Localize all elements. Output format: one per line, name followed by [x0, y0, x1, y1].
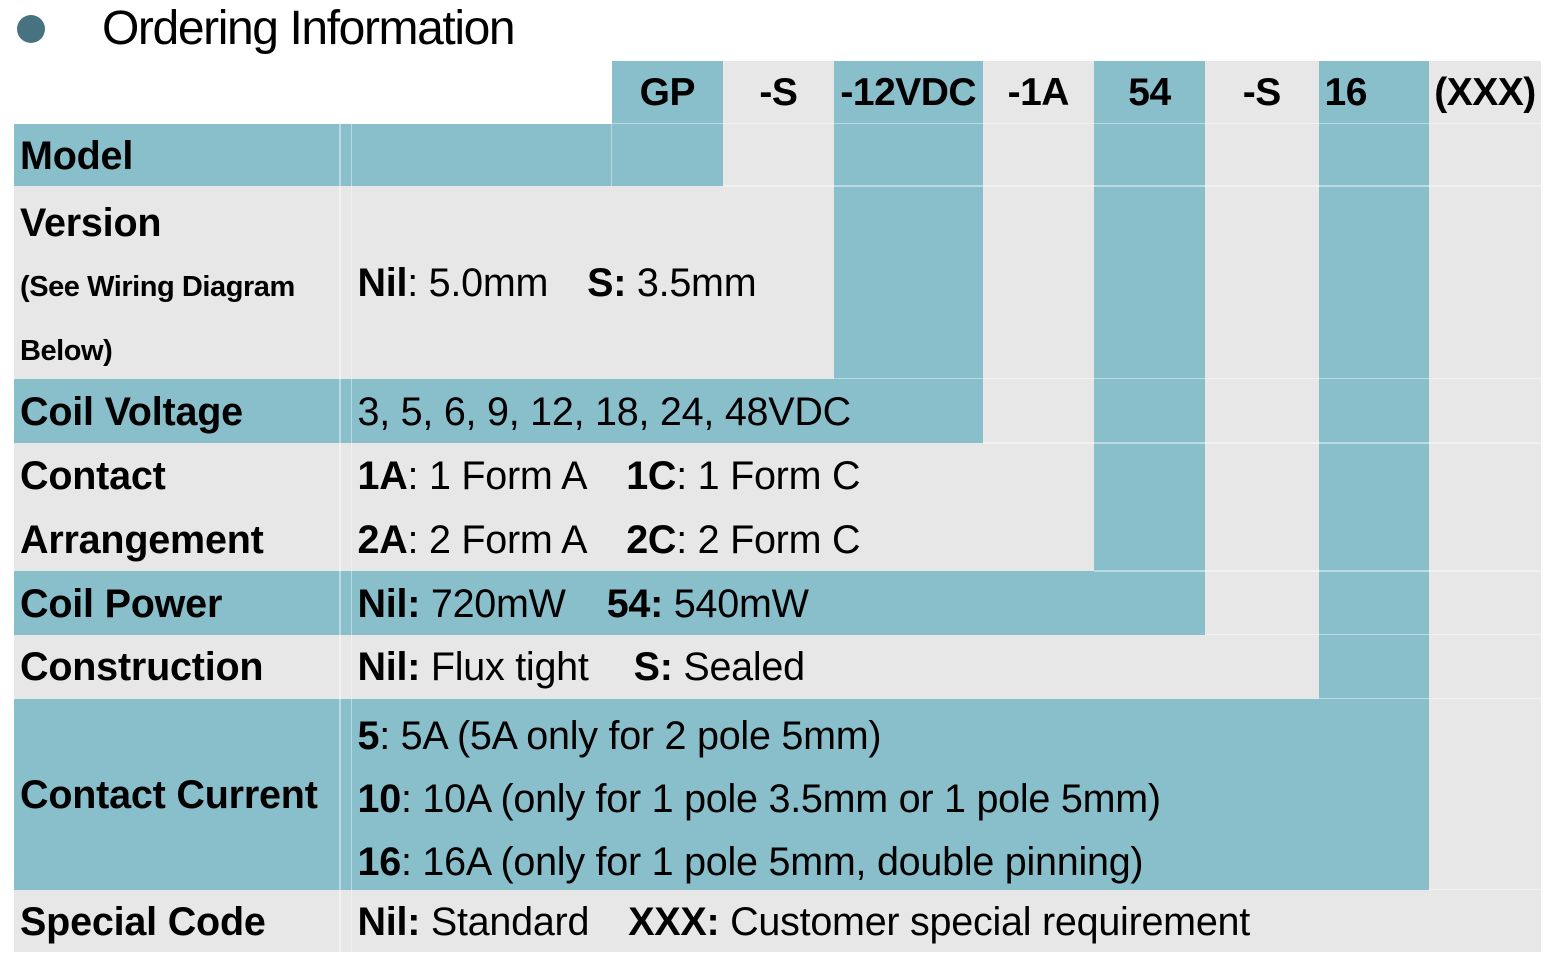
gridline-h-contact-current-bottom: [1429, 888, 1541, 891]
value-lines-group: 1A: 1 Form A 1C: 1 Form C 2A: 2 Form A 2C:…: [358, 445, 861, 572]
row-band-contact-current: [14, 698, 1429, 890]
row-band-construction: [14, 634, 1319, 699]
row-value-contact-current: 5: 5A (5A only for 2 pole 5mm) 10: 10A (…: [358, 699, 1162, 890]
row-value-contact-arrangement-line2: 2A: 2 Form A 2C: 2 Form C: [358, 509, 861, 572]
text-contact-arrangement-l2k1: 2A: [357, 517, 408, 562]
row-value-coil-voltage: 3, 5, 6, 9, 12, 18, 24, 48VDC: [357, 389, 852, 434]
text-contact-current-l1k: 5: [357, 713, 380, 758]
column-strip-contact-arrangement-code: [982, 60, 1094, 571]
text-coil-power-d1: 720mW: [420, 581, 566, 626]
row-band-version: [14, 186, 834, 379]
text-coil-power-k2: 54:: [606, 581, 664, 626]
row-band-coil-voltage: [14, 378, 983, 443]
column-strip-contact-current-code: [1318, 60, 1429, 890]
row-value-special-code: Nil: Standard XXX: Customer special requi…: [358, 890, 1251, 953]
row-label-coil-voltage: Coil Voltage: [20, 389, 243, 434]
page-title: Ordering Information: [102, 2, 516, 55]
row-band-special-code: [14, 889, 1541, 952]
text-special-code-d1: Standard: [420, 899, 590, 944]
column-strip-construction-code: [1205, 60, 1319, 699]
row-band-contact-arrangement: [14, 443, 1094, 571]
gridline-h-model-bottom: [722, 185, 1541, 187]
gridline-h-coil-voltage-bottom: [982, 442, 1541, 444]
value-line-group: Nil: 720mW 54: 540mW: [358, 573, 809, 636]
text-coil-power-d2: 540mW: [663, 581, 809, 626]
row-value-contact-current-line2: 10: 10A (only for 1 pole 3.5mm or 1 pole…: [357, 768, 1162, 831]
text-version-d1: : 5.0mm: [407, 261, 549, 306]
gridline-v-model-cell: [610, 123, 613, 186]
text-contact-current-l3d: : 16A (only for 1 pole 5mm, double pinni…: [400, 840, 1144, 885]
row-band-model: [14, 123, 723, 186]
text-construction-k2: S:: [633, 645, 673, 690]
row-label-contact-arrangement-line1: Contact: [20, 454, 166, 499]
text-contact-current-l2d: : 10A (only for 1 pole 3.5mm or 1 pole 5…: [400, 776, 1161, 821]
value-line-group: Nil: Standard XXX: Customer special requi…: [358, 891, 1251, 954]
text-contact-current-l1d: : 5A (5A only for 2 pole 5mm): [379, 713, 882, 758]
header-code-coil-voltage: -12VDC: [840, 70, 977, 114]
text-construction-d1: Flux tight: [420, 645, 589, 690]
text-contact-arrangement-l2d2: : 2 Form C: [676, 517, 861, 562]
header-code-contact-arrangement: -1A: [1007, 70, 1070, 114]
column-strip-coil-power-code: [1094, 60, 1205, 635]
gridline-h-construction-bottom: [1318, 697, 1541, 700]
text-version-k1: Nil: [357, 261, 408, 306]
label-lines-group: Contact Arrangement: [20, 445, 264, 572]
header-code-model: GP: [639, 70, 696, 114]
text-contact-arrangement-l2k2: 2C: [626, 517, 677, 562]
row-label-construction: Construction: [20, 645, 264, 690]
text-version-d2: 3.5mm: [626, 261, 757, 306]
gridline-v-label-gutter-right: [350, 123, 353, 952]
text-special-code-k1: Nil:: [357, 899, 421, 944]
column-strip-special-code: [1429, 60, 1541, 952]
row-label-version-title: Version: [20, 201, 162, 245]
row-value-contact-arrangement-line1: 1A: 1 Form A 1C: 1 Form C: [358, 445, 861, 508]
gridline-h-header-bottom: [611, 122, 1541, 125]
column-strip-version-code: [722, 60, 834, 379]
text-construction-k1: Nil:: [357, 645, 421, 690]
row-band-coil-power: [14, 571, 1205, 635]
row-label-model: Model: [20, 133, 134, 178]
text-coil-power-k1: Nil:: [357, 581, 421, 626]
gridline-h-version-bottom: [834, 377, 1541, 380]
row-value-contact-current-line1: 5: 5A (5A only for 2 pole 5mm): [358, 705, 1161, 768]
gridline-h-coil-power-bottom: [1205, 633, 1541, 636]
row-value-version: Nil: 5.0mm S: 3.5mm: [358, 186, 757, 379]
row-value-contact-arrangement: 1A: 1 Form A 1C: 1 Form C 2A: 2 Form A 2C:…: [358, 443, 861, 571]
header-code-coil-power: 54: [1128, 70, 1171, 114]
section-bullet-icon: [17, 15, 45, 43]
text-contact-arrangement-l2d1: : 2 Form A: [407, 517, 588, 562]
row-label-version-note-line2: Below): [20, 335, 113, 368]
value-lines-group: 5: 5A (5A only for 2 pole 5mm) 10: 10A (…: [357, 705, 1162, 895]
row-label-version-note-line1: (See Wiring Diagram: [20, 271, 295, 304]
text-special-code-k2: XXX:: [628, 899, 720, 944]
gridline-v-label-gutter-left: [339, 123, 341, 952]
text-contact-arrangement-l1k1: 1A: [357, 454, 408, 499]
value-line-group: Nil: 5.0mm S: 3.5mm: [358, 252, 757, 315]
text-contact-current-l3k: 16: [357, 840, 402, 885]
column-strip-coil-voltage-code: [834, 60, 983, 443]
text-special-code-d2: Customer special requirement: [719, 899, 1251, 944]
text-contact-arrangement-l1k2: 1C: [626, 454, 677, 499]
header-code-special: (XXX): [1434, 70, 1536, 114]
row-value-construction: Nil: Flux tight S: Sealed: [357, 635, 806, 699]
header-code-version: -S: [759, 70, 798, 114]
text-contact-arrangement-l1d2: : 1 Form C: [676, 454, 861, 499]
row-label-version: Version (See Wiring Diagram Below): [20, 186, 295, 379]
text-construction-d2: Sealed: [672, 645, 805, 690]
row-label-coil-power: Coil Power: [20, 581, 223, 626]
text-contact-current-l2k: 10: [357, 776, 402, 821]
row-label-contact-arrangement: Contact Arrangement: [20, 443, 264, 571]
row-value-coil-power: Nil: 720mW 54: 540mW: [358, 571, 809, 635]
column-strip-model-code: [611, 60, 723, 186]
value-line-group: Nil: Flux tight S: Sealed: [357, 636, 806, 699]
text-contact-arrangement-l1d1: : 1 Form A: [407, 454, 588, 499]
row-label-contact-current: Contact Current: [20, 772, 318, 817]
text-version-k2: S:: [587, 261, 627, 306]
row-value-contact-current-line3: 16: 16A (only for 1 pole 5mm, double pin…: [358, 831, 1161, 894]
header-code-construction: -S: [1242, 70, 1281, 114]
row-label-special-code: Special Code: [20, 899, 266, 944]
gridline-h-contact-arrangement-bottom: [1094, 570, 1541, 572]
row-label-contact-arrangement-line2: Arrangement: [20, 517, 264, 562]
header-code-contact-current: 16: [1324, 70, 1368, 114]
